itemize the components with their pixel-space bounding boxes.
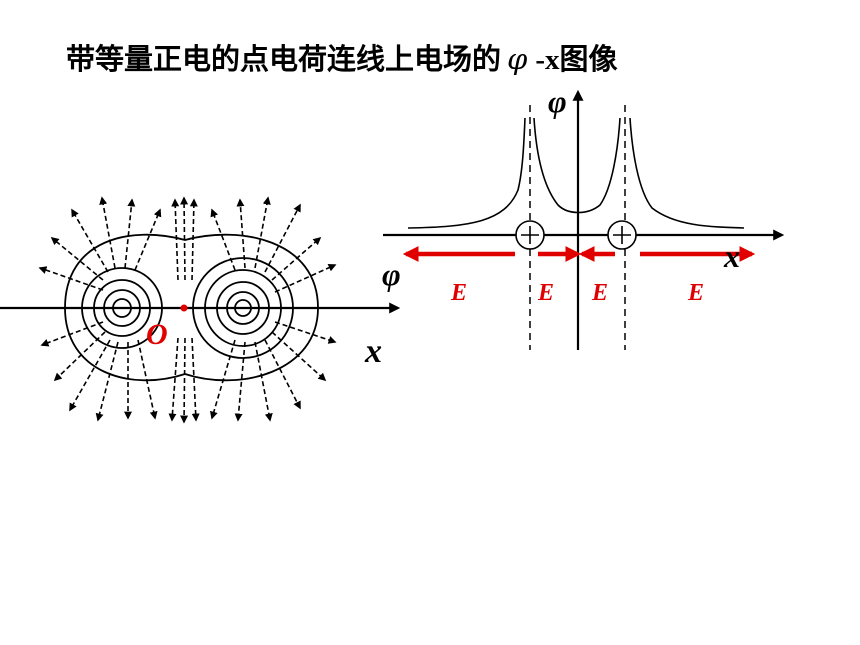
field-label-1: E — [450, 280, 467, 306]
positive-charge-left — [515, 220, 545, 250]
origin-point — [180, 304, 188, 312]
potential-curves — [407, 117, 745, 229]
phi-left-label: φ — [382, 256, 401, 292]
phi-axis-label: φ — [548, 83, 567, 119]
x-axis-label: x — [723, 238, 740, 274]
field-label-4: E — [687, 280, 704, 306]
field-label-3: E — [591, 280, 608, 306]
field-label-2: E — [537, 280, 554, 306]
left-x-axis-label: x — [364, 333, 382, 370]
origin-label: O — [146, 318, 168, 351]
field-lines — [38, 196, 337, 424]
positive-charge-right — [607, 220, 637, 250]
